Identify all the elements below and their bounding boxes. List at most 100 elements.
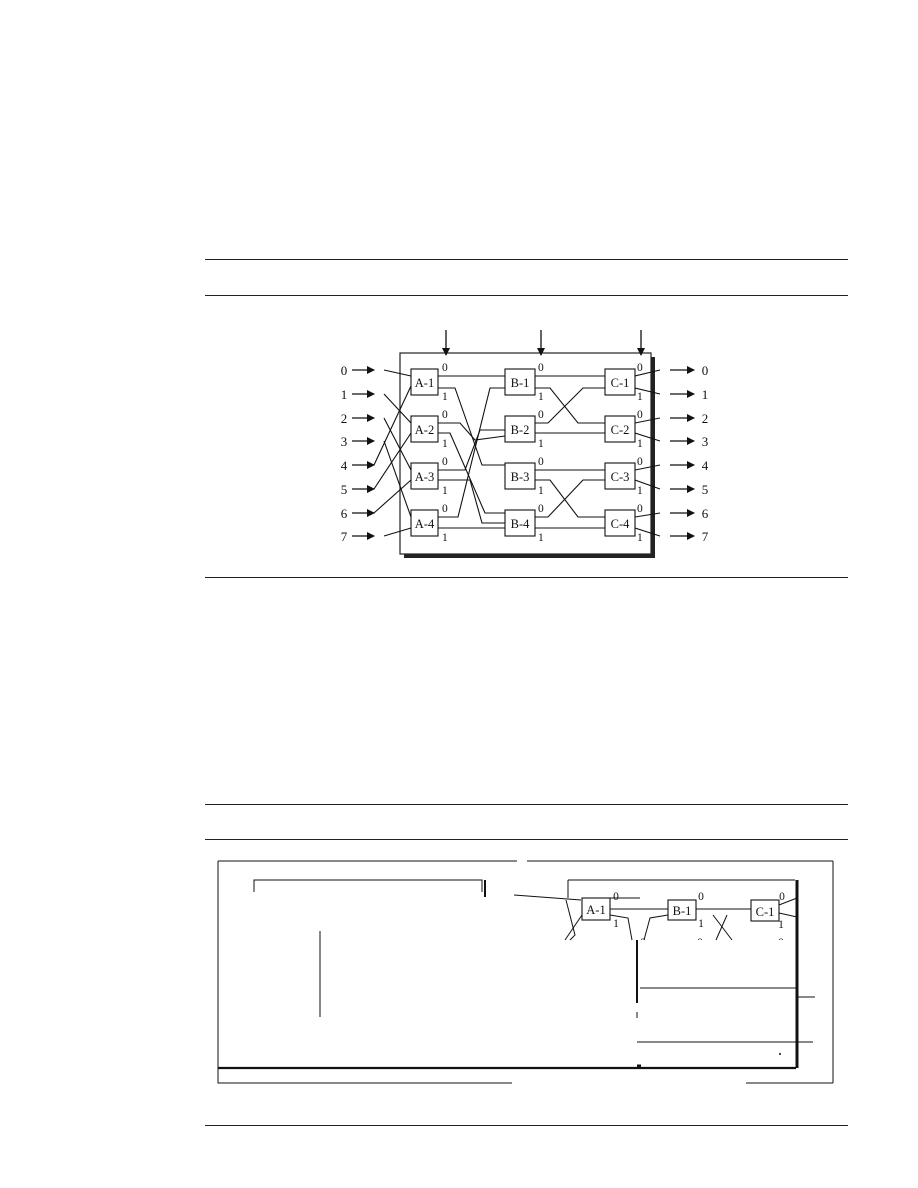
switch-c-1 [604,368,636,396]
switch-b-4 [504,509,536,537]
switch-label: A-2 [415,423,434,437]
port-label: 0 [637,409,643,421]
fragment-switch-label: A-1 [586,903,605,917]
rule-lower-2 [205,839,848,840]
port-label: 1 [442,485,448,497]
stage-ab-wires [438,375,506,529]
wire [634,527,661,537]
port-label: 0 [538,362,544,374]
switch-a-2 [410,415,439,443]
wire [634,369,661,377]
fragment-port-label: 1 [613,918,619,930]
output-label: 6 [702,506,709,521]
wire [438,429,505,471]
fragment-bracket [253,879,483,892]
input-label: 3 [341,434,348,449]
port-label: 1 [442,532,448,544]
switch-b-3 [504,462,536,490]
switch-label: A-4 [415,517,435,531]
switch-a-4 [410,509,439,537]
switch-label: A-1 [415,376,434,390]
wire [535,387,605,424]
switch-a-3 [410,462,439,490]
wire [634,387,661,395]
switch-label: B-3 [511,470,530,484]
rule-mid [205,577,848,578]
rule-bottom [205,1125,848,1126]
fragment-line [643,914,669,941]
fragment-switch-a-1 [581,897,611,921]
wire [438,479,505,524]
switch-label: C-2 [611,423,630,437]
input-label: 1 [341,387,348,402]
rule-top-2 [205,295,848,296]
fragment-line [715,914,728,941]
port-label: 0 [442,503,448,515]
wire [438,387,505,518]
output-label: 7 [702,529,709,544]
fragment-digit: 0 [296,891,302,905]
wire [383,369,412,377]
input-label: 7 [341,529,348,544]
input-label: 0 [341,363,348,378]
port-label: 0 [442,362,448,374]
wire [373,432,412,490]
output-label: 4 [702,458,709,473]
switch-label: C-3 [611,470,630,484]
port-label: 0 [637,362,643,374]
switch-c-4 [604,509,636,537]
port-label: 1 [538,438,544,450]
input-label: 5 [341,482,348,497]
fragment-switch-c-1 [750,899,780,922]
port-label: 0 [538,503,544,515]
stage-bc-wires [535,375,605,529]
switch-b-1 [504,368,536,396]
port-label: 0 [538,456,544,468]
output-label: 2 [702,411,709,426]
output-label: 0 [702,363,709,378]
switch-c-2 [604,415,636,443]
wire [373,385,412,466]
port-label: 0 [538,409,544,421]
rule-top-1 [205,259,848,260]
port-label: 1 [442,438,448,450]
fragment-line [778,897,798,906]
switch-label: B-2 [511,423,530,437]
port-label: 1 [637,391,643,403]
switch-label: A-3 [415,470,434,484]
fragment-line [712,914,733,941]
switch-label: B-4 [511,517,531,531]
wire [535,387,605,424]
input-label: 2 [341,411,348,426]
port-label: 1 [538,485,544,497]
port-label: 1 [538,391,544,403]
switch-label: C-1 [611,376,630,390]
wire [634,417,661,424]
wire [634,464,661,471]
output-label: 1 [702,387,709,402]
fragment-switch-label: C-1 [756,905,775,919]
wire [438,387,505,466]
port-label: 0 [637,456,643,468]
wire [383,393,412,424]
fragment-digit: 0 [383,891,389,905]
switch-b-2 [504,415,536,443]
port-label: 0 [442,409,448,421]
fragment-port-label: 1 [778,919,784,931]
switch-c-3 [604,462,636,490]
rule-lower-1 [205,804,848,805]
wire [535,479,605,518]
wire [634,512,661,518]
wire [634,479,661,490]
wire [373,479,412,514]
fragment-line [513,894,582,901]
fragment-digit: 0 [778,935,784,949]
input-arrows [352,366,375,540]
port-label: 1 [442,391,448,403]
port-label: 1 [637,438,643,450]
wire [438,422,506,441]
wire [383,417,412,471]
fragment-port-label: 0 [698,891,704,903]
port-label: 0 [442,456,448,468]
